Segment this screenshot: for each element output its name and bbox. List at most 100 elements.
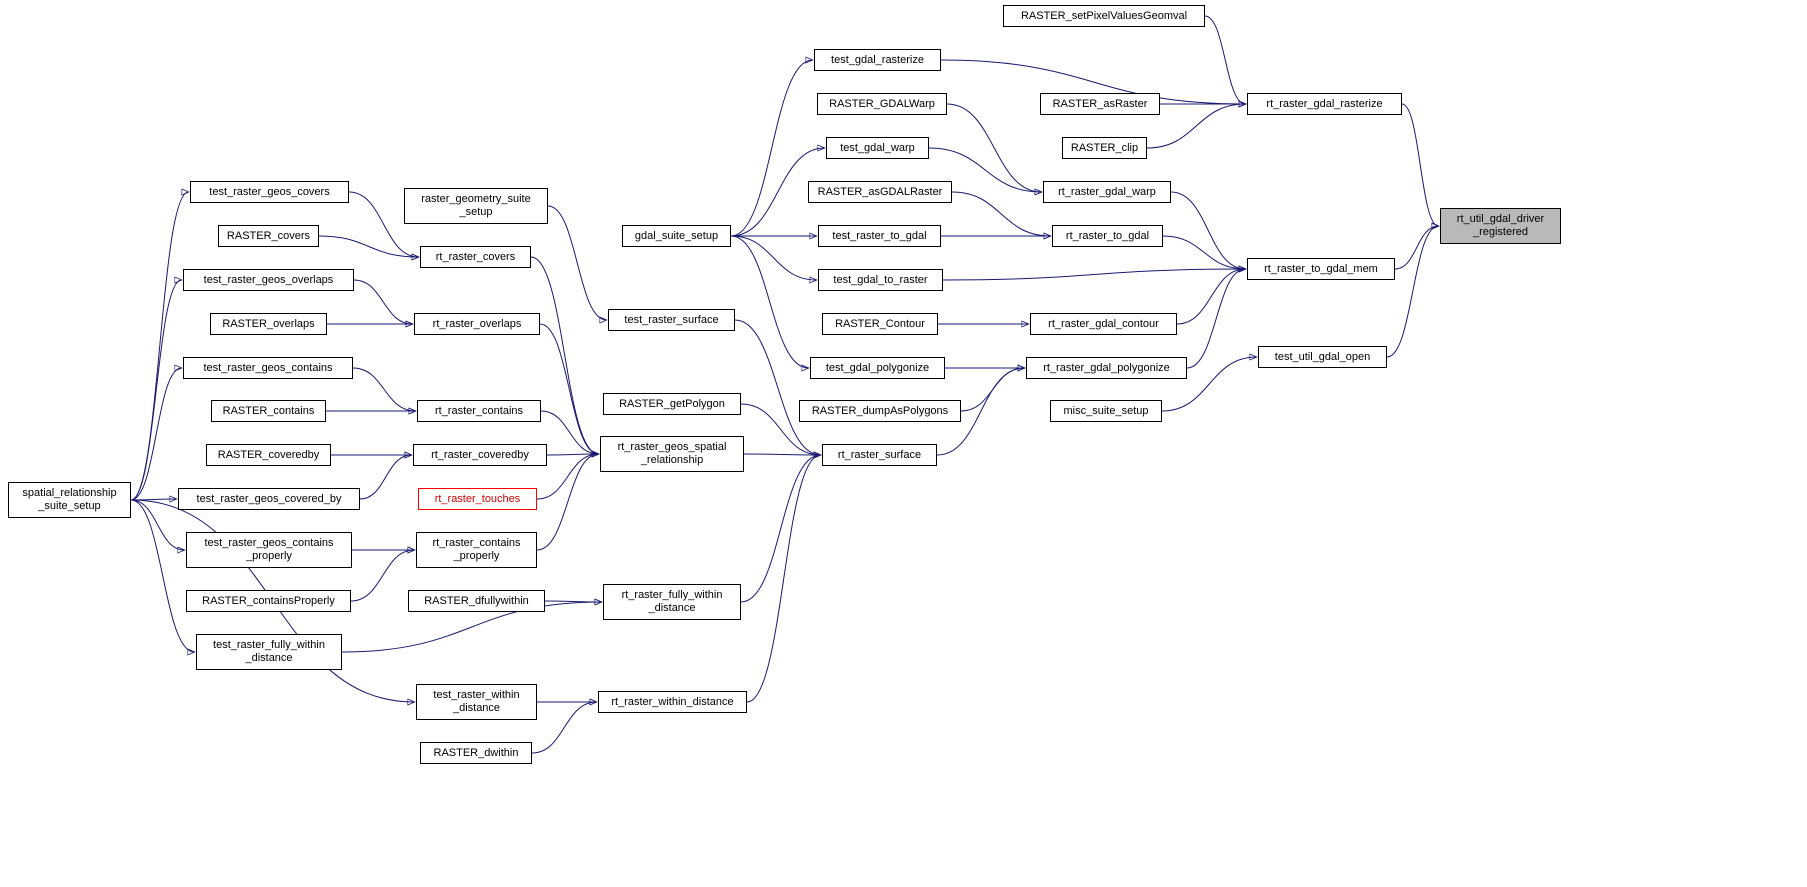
node-RASTER_Contour[interactable]: RASTER_Contour [822, 313, 938, 335]
node-RASTER_coveredby[interactable]: RASTER_coveredby [206, 444, 331, 466]
edge-test_util_gdal_open--rt_util_gdal_driver_registered [1386, 226, 1439, 358]
edge-RASTER_dfullywithin--rt_raster_fully_within_distance [544, 601, 602, 602]
node-rt_raster_to_gdal_mem[interactable]: rt_raster_to_gdal_mem [1247, 258, 1395, 280]
node-label: test_raster_within [433, 689, 520, 701]
node-RASTER_getPolygon[interactable]: RASTER_getPolygon [603, 393, 741, 415]
node-label: RASTER_containsProperly [202, 594, 335, 607]
node-label: test_gdal_rasterize [831, 53, 924, 66]
node-RASTER_containsProperly[interactable]: RASTER_containsProperly [186, 590, 351, 612]
node-label: misc_suite_setup [1063, 404, 1149, 417]
node-rt_raster_covers[interactable]: rt_raster_covers [420, 246, 531, 268]
node-rt_raster_to_gdal[interactable]: rt_raster_to_gdal [1052, 225, 1163, 247]
edge-RASTER_GDALWarp--rt_raster_gdal_warp [946, 103, 1042, 192]
node-label: _properly [246, 550, 292, 562]
edges [130, 15, 1439, 754]
edge-spatial_relationship_suite_setup--test_raster_geos_contains [130, 368, 182, 501]
edge-RASTER_getPolygon--rt_raster_surface [740, 403, 821, 455]
node-test_raster_to_gdal[interactable]: test_raster_to_gdal [818, 225, 941, 247]
node-rt_raster_gdal_contour[interactable]: rt_raster_gdal_contour [1030, 313, 1177, 335]
node-rt_raster_gdal_warp[interactable]: rt_raster_gdal_warp [1043, 181, 1171, 203]
node-label: rt_raster_to_gdal_mem [1264, 262, 1378, 275]
edge-test_raster_geos_covered_by--rt_raster_coveredby [359, 455, 412, 500]
node-rt_raster_contains_properly[interactable]: rt_raster_contains_properly [416, 532, 537, 568]
node-rt_raster_gdal_rasterize[interactable]: rt_raster_gdal_rasterize [1247, 93, 1402, 115]
node-rt_raster_contains[interactable]: rt_raster_contains [417, 400, 541, 422]
node-test_raster_within_distance[interactable]: test_raster_within_distance [416, 684, 537, 720]
node-RASTER_covers[interactable]: RASTER_covers [218, 225, 319, 247]
node-label: rt_raster_gdal_rasterize [1266, 97, 1383, 110]
node-test_gdal_rasterize[interactable]: test_gdal_rasterize [814, 49, 941, 71]
node-label: rt_raster_gdal_warp [1058, 185, 1156, 198]
node-label: RASTER_clip [1070, 141, 1139, 154]
node-label: rt_raster_gdal_polygonize [1043, 361, 1170, 374]
node-test_util_gdal_open[interactable]: test_util_gdal_open [1258, 346, 1387, 368]
node-label: rt_raster_fully_within [621, 589, 723, 601]
node-rt_raster_within_distance[interactable]: rt_raster_within_distance [598, 691, 747, 713]
node-RASTER_dwithin[interactable]: RASTER_dwithin [420, 742, 532, 764]
node-rt_raster_fully_within_distance[interactable]: rt_raster_fully_within_distance [603, 584, 741, 620]
node-test_raster_geos_overlaps[interactable]: test_raster_geos_overlaps [183, 269, 354, 291]
edge-rt_raster_touches--rt_raster_geos_spatial_relationship [536, 454, 599, 500]
node-rt_raster_surface[interactable]: rt_raster_surface [822, 444, 937, 466]
node-label: rt_raster_contains [434, 404, 524, 417]
node-label: RASTER_asRaster [1052, 97, 1148, 110]
node-gdal_suite_setup[interactable]: gdal_suite_setup [622, 225, 731, 247]
node-test_raster_geos_covered_by[interactable]: test_raster_geos_covered_by [178, 488, 360, 510]
node-misc_suite_setup[interactable]: misc_suite_setup [1050, 400, 1162, 422]
edge-gdal_suite_setup--test_gdal_warp [730, 148, 825, 237]
node-rt_raster_touches[interactable]: rt_raster_touches [418, 488, 537, 510]
node-label: RASTER_getPolygon [619, 397, 725, 410]
node-label: _properly [453, 550, 500, 562]
node-RASTER_asRaster[interactable]: RASTER_asRaster [1040, 93, 1160, 115]
node-label: rt_raster_gdal_contour [1048, 317, 1159, 330]
node-RASTER_contains[interactable]: RASTER_contains [211, 400, 326, 422]
edge-spatial_relationship_suite_setup--test_raster_geos_contains_properly [130, 499, 185, 550]
node-RASTER_setPixelValuesGeomval[interactable]: RASTER_setPixelValuesGeomval [1003, 5, 1205, 27]
edge-test_raster_surface--rt_raster_surface [734, 319, 821, 455]
edge-RASTER_asGDALRaster--rt_raster_to_gdal [951, 191, 1051, 236]
edge-test_raster_geos_contains--rt_raster_contains [352, 367, 416, 411]
node-rt_raster_overlaps[interactable]: rt_raster_overlaps [414, 313, 540, 335]
node-label: test_raster_geos_contains [204, 537, 334, 549]
node-RASTER_clip[interactable]: RASTER_clip [1062, 137, 1147, 159]
node-test_raster_surface[interactable]: test_raster_surface [608, 309, 735, 331]
edge-gdal_suite_setup--test_gdal_to_raster [730, 235, 817, 280]
node-test_raster_geos_contains[interactable]: test_raster_geos_contains [183, 357, 353, 379]
node-label: test_raster_geos_contains [203, 361, 333, 374]
node-test_raster_fully_within_distance[interactable]: test_raster_fully_within_distance [196, 634, 342, 670]
node-RASTER_overlaps[interactable]: RASTER_overlaps [210, 313, 327, 335]
node-test_gdal_to_raster[interactable]: test_gdal_to_raster [818, 269, 943, 291]
node-test_raster_geos_covers[interactable]: test_raster_geos_covers [190, 181, 349, 203]
node-label: gdal_suite_setup [634, 229, 719, 242]
node-label: rt_raster_surface [837, 448, 922, 461]
node-test_raster_geos_contains_properly[interactable]: test_raster_geos_contains_properly [186, 532, 352, 568]
node-raster_geometry_suite_setup[interactable]: raster_geometry_suite_setup [404, 188, 548, 224]
node-RASTER_dumpAsPolygons[interactable]: RASTER_dumpAsPolygons [799, 400, 961, 422]
node-label: RASTER_covers [226, 229, 311, 242]
node-label: RASTER_setPixelValuesGeomval [1020, 9, 1188, 22]
edge-rt_raster_to_gdal--rt_raster_to_gdal_mem [1162, 235, 1246, 269]
node-rt_util_gdal_driver_registered: rt_util_gdal_driver_registered [1440, 208, 1561, 244]
node-RASTER_dfullywithin[interactable]: RASTER_dfullywithin [408, 590, 545, 612]
node-label: rt_raster_covers [435, 250, 516, 263]
node-rt_raster_gdal_polygonize[interactable]: rt_raster_gdal_polygonize [1026, 357, 1187, 379]
node-rt_raster_coveredby[interactable]: rt_raster_coveredby [413, 444, 547, 466]
edge-misc_suite_setup--test_util_gdal_open [1161, 357, 1257, 412]
node-RASTER_asGDALRaster[interactable]: RASTER_asGDALRaster [808, 181, 952, 203]
node-test_gdal_warp[interactable]: test_gdal_warp [826, 137, 929, 159]
edge-rt_raster_gdal_rasterize--rt_util_gdal_driver_registered [1401, 103, 1439, 226]
node-label: RASTER_coveredby [217, 448, 320, 461]
edge-rt_raster_surface--rt_raster_gdal_polygonize [936, 368, 1025, 456]
node-test_gdal_polygonize[interactable]: test_gdal_polygonize [810, 357, 945, 379]
node-RASTER_GDALWarp[interactable]: RASTER_GDALWarp [817, 93, 947, 115]
node-label: spatial_relationship [22, 487, 117, 499]
node-spatial_relationship_suite_setup[interactable]: spatial_relationship_suite_setup [8, 482, 131, 518]
node-label: test_raster_geos_covered_by [196, 492, 342, 505]
node-label: test_raster_surface [624, 313, 719, 326]
edge-test_gdal_to_raster--rt_raster_to_gdal_mem [942, 269, 1246, 281]
node-label: RASTER_Contour [835, 317, 925, 330]
node-rt_raster_geos_spatial_relationship[interactable]: rt_raster_geos_spatial_relationship [600, 436, 744, 472]
edge-gdal_suite_setup--test_gdal_polygonize [730, 235, 809, 368]
node-label: _relationship [640, 454, 704, 466]
